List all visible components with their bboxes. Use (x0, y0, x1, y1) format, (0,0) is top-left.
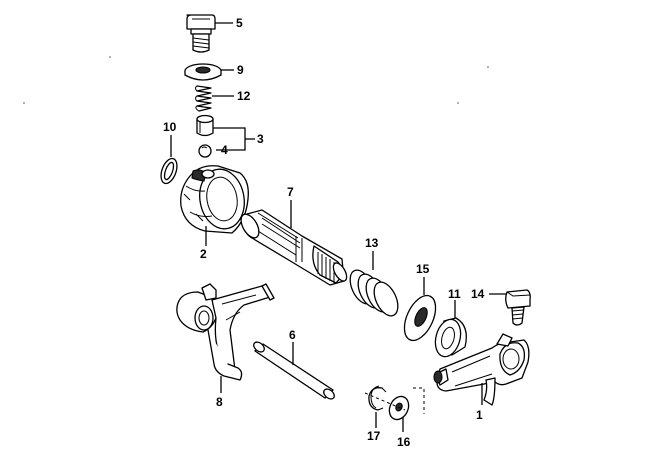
part-11-collar (434, 317, 467, 358)
callout-16: 16 (397, 435, 411, 449)
part-9-washer (184, 63, 222, 81)
callout-15: 15 (416, 262, 430, 276)
callout-6: 6 (289, 328, 296, 342)
speck (23, 102, 25, 104)
callout-1: 1 (476, 408, 483, 422)
callout-12: 12 (237, 89, 251, 103)
callout-2: 2 (200, 247, 207, 261)
part-6-fork-shaft (253, 341, 335, 400)
callout-9: 9 (237, 63, 244, 77)
part-13-coil-spring (349, 269, 399, 317)
leader-3-bracket (213, 127, 246, 151)
callout-10: 10 (163, 120, 177, 134)
part-1-shift-arm (433, 333, 530, 406)
part-5-plug-bolt (186, 14, 216, 53)
part-12-spring (195, 85, 212, 112)
alignment-line-2 (364, 392, 406, 411)
part-10-o-ring (160, 157, 178, 185)
speck (457, 102, 459, 104)
callout-14: 14 (471, 287, 485, 301)
alignment-line (413, 387, 425, 414)
speck (109, 56, 111, 58)
speck (487, 66, 489, 68)
part-2-shift-drum (180, 165, 249, 234)
callout-7: 7 (287, 185, 294, 199)
part-14-bolt (505, 289, 531, 326)
part-8-shift-fork (176, 283, 275, 381)
part-4-detent-ball (198, 144, 212, 158)
part-3-detent-pin (196, 114, 214, 137)
part-16-small-washer (388, 395, 410, 421)
callout-17: 17 (367, 429, 381, 443)
callout-13: 13 (365, 236, 379, 250)
callout-8: 8 (216, 395, 223, 409)
callout-5: 5 (236, 16, 243, 30)
part-7-splined-shaft (240, 209, 348, 286)
part-17-circlip (368, 385, 387, 411)
part-15-thrust-washer (403, 294, 437, 342)
callout-4: 4 (221, 143, 228, 157)
callout-3: 3 (257, 132, 264, 146)
callout-11: 11 (448, 287, 461, 301)
